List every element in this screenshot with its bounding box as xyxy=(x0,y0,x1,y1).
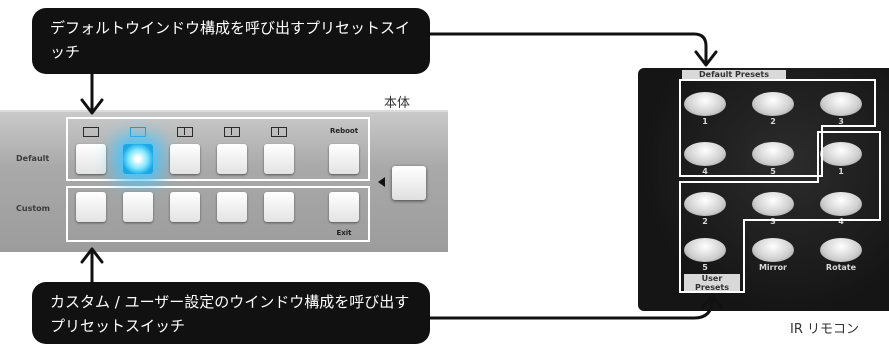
remote-user-button-5[interactable] xyxy=(684,238,726,262)
remote-button-label-4: 4 xyxy=(702,167,708,176)
custom-preset-key-5[interactable] xyxy=(264,192,294,222)
remote-button-label-7: 2 xyxy=(702,217,708,226)
remote-rotate-button[interactable] xyxy=(820,238,862,262)
remote-button-label-10: 5 xyxy=(702,263,708,272)
connector-bottom-to-remote xyxy=(428,298,714,320)
remote-caption: IR リモコン xyxy=(790,322,859,337)
custom-preset-key-2[interactable] xyxy=(123,192,153,222)
exit-label: Exit xyxy=(336,229,352,237)
custom-preset-row-frame xyxy=(66,186,370,242)
remote-button-label-5: 5 xyxy=(770,167,776,176)
exit-key[interactable] xyxy=(329,192,359,222)
remote-default-presets-frame xyxy=(679,79,876,177)
remote-mirror-button[interactable] xyxy=(752,238,794,262)
default-preset-key-1[interactable] xyxy=(76,144,106,174)
remote-button-label-3: 3 xyxy=(838,117,844,126)
default-presets-tag: Default Presets xyxy=(682,70,786,80)
remote-default-button-2[interactable] xyxy=(752,92,794,116)
arrowhead-top-unit xyxy=(80,98,104,115)
default-preset-key-3[interactable] xyxy=(170,144,200,174)
reboot-label: Reboot xyxy=(329,127,359,135)
remote-button-label-2: 2 xyxy=(770,117,776,126)
layout-single-icon xyxy=(83,127,99,137)
remote-button-label-6: 1 xyxy=(838,167,844,176)
default-preset-callout: デフォルトウインドウ構成を呼び出すプリセットスイッチ xyxy=(32,8,430,74)
remote-button-label-8: 3 xyxy=(770,217,776,226)
side-select-key[interactable] xyxy=(392,166,426,200)
row-label-custom: Custom xyxy=(16,204,50,213)
user-presets-tag-line2: Presets xyxy=(684,283,740,292)
layout-quad-icon xyxy=(271,127,287,137)
remote-default-button-1[interactable] xyxy=(684,92,726,116)
remote-user-button-4[interactable] xyxy=(820,192,862,216)
arrowhead-top-remote xyxy=(694,50,718,67)
layout-pip-icon xyxy=(224,127,240,137)
default-preset-key-2-lit[interactable] xyxy=(123,144,153,174)
default-preset-key-4[interactable] xyxy=(217,144,247,174)
remote-mirror-label: Mirror xyxy=(758,263,788,272)
arrowhead-bottom-unit xyxy=(80,247,104,264)
custom-preset-key-4[interactable] xyxy=(217,192,247,222)
layout-single-lit-icon xyxy=(130,127,146,137)
remote-default-button-3[interactable] xyxy=(820,92,862,116)
row-label-default: Default xyxy=(16,154,50,163)
remote-user-button-3[interactable] xyxy=(752,192,794,216)
side-arrow-icon xyxy=(378,177,385,187)
remote-default-button-5[interactable] xyxy=(752,142,794,166)
custom-preset-key-1[interactable] xyxy=(76,192,106,222)
remote-user-presets-frame xyxy=(679,131,881,293)
connector-top-to-remote xyxy=(428,32,708,66)
user-presets-tag-line1: User xyxy=(684,274,740,283)
remote-button-label-1: 1 xyxy=(702,117,708,126)
default-preset-key-5[interactable] xyxy=(264,144,294,174)
arrowhead-bottom-remote xyxy=(700,294,724,310)
remote-button-label-9: 4 xyxy=(838,217,844,226)
custom-preset-key-3[interactable] xyxy=(170,192,200,222)
remote-user-button-2[interactable] xyxy=(684,192,726,216)
custom-preset-callout: カスタム / ユーザー設定のウインドウ構成を呼び出すプリセットスイッチ xyxy=(32,282,430,344)
reboot-key[interactable] xyxy=(329,144,359,174)
remote-rotate-label: Rotate xyxy=(825,263,857,272)
layout-split-icon xyxy=(177,127,193,137)
default-preset-row-frame xyxy=(66,117,370,181)
unit-caption: 本体 xyxy=(384,96,411,111)
remote-user-button-1[interactable] xyxy=(820,142,862,166)
remote-default-button-4[interactable] xyxy=(684,142,726,166)
